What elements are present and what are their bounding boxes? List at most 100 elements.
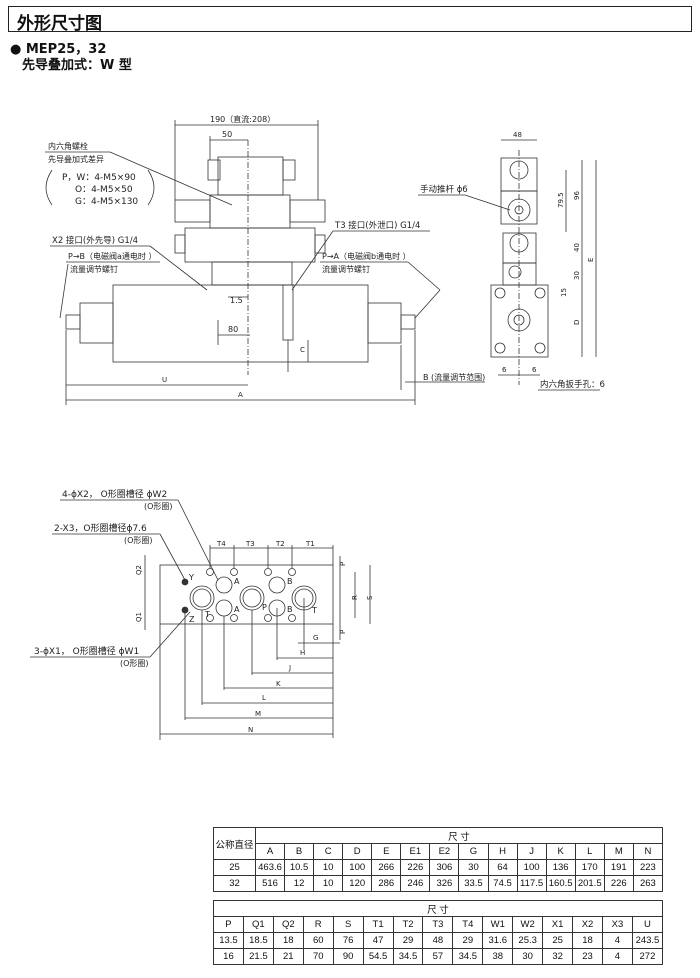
table-cell: 64: [487, 859, 518, 876]
manual-lever-label: 手动推杆 ϕ6: [420, 184, 468, 195]
column-header: Q1: [242, 916, 274, 933]
dim-u: U: [162, 376, 167, 384]
column-header: C: [313, 843, 344, 860]
column-header: X1: [542, 916, 574, 933]
dim-n: N: [248, 726, 253, 734]
table-cell: 12: [284, 875, 315, 892]
right-end-cap: [367, 302, 402, 344]
column-header: U: [631, 916, 664, 933]
table-cell: 10: [313, 875, 344, 892]
dim-l: L: [262, 694, 266, 702]
table-cell: 76: [332, 932, 364, 949]
bolt-pw: P，W：4-M5×90: [62, 173, 136, 183]
port-y: Y: [188, 573, 194, 582]
column-header: J: [516, 843, 547, 860]
column-header: W2: [512, 916, 544, 933]
bolt-sub: 先导叠加式差异: [48, 154, 104, 164]
dim-m: M: [255, 710, 261, 718]
column-header: R: [302, 916, 334, 933]
section-title-box: 外形尺寸图: [8, 6, 692, 34]
port-t1: T: [204, 610, 210, 619]
table-cell: 33.5: [458, 875, 489, 892]
table-cell: 32: [213, 875, 256, 892]
solenoid-right: [289, 199, 326, 223]
dim-k: K: [276, 680, 281, 688]
table-cell: 117.5: [516, 875, 547, 892]
column-header: W1: [482, 916, 514, 933]
column-header: T1: [362, 916, 394, 933]
dim-190: 190（直流:208）: [210, 114, 275, 124]
column-header: A: [254, 843, 286, 860]
pb-label: P→B（电磁阀a通电时 ）: [68, 251, 156, 261]
port-t2: T: [311, 606, 317, 615]
table-cell: 223: [632, 859, 664, 876]
port-a2: A: [234, 605, 240, 614]
table-cell: 18.5: [242, 932, 274, 949]
column-header: E2: [429, 843, 460, 860]
side-view: 48 79.5 96 40 30 15 D E 手动推杆 ϕ6 6 6 内六角扳…: [418, 131, 605, 391]
table-cell: 170: [574, 859, 605, 876]
table-cell: 25: [213, 859, 256, 876]
model-label: ● MEP25，32: [10, 42, 107, 57]
table-cell: 286: [371, 875, 402, 892]
column-header: E1: [400, 843, 431, 860]
column-header: G: [458, 843, 489, 860]
front-view: 190（直流:208） 50 1.5 80 C U A B (流量调节范围) 内…: [45, 114, 485, 405]
table-cell: 18: [572, 932, 603, 949]
table-cell: 272: [631, 948, 664, 965]
x1-hole-sub: (O形圈): [120, 659, 149, 668]
dim-48: 48: [513, 131, 522, 139]
t3-port-label: T3 接口(外泄口) G1/4: [334, 220, 420, 231]
table-cell: 266: [371, 859, 402, 876]
column-header: K: [545, 843, 576, 860]
table-cell: 16: [213, 948, 244, 965]
dim-q1: Q1: [135, 612, 143, 622]
x2-hole-sub: (O形圈): [144, 502, 173, 511]
section-title: 外形尺寸图: [17, 14, 102, 34]
dim-t2: T2: [275, 540, 285, 548]
table-cell: 74.5: [487, 875, 518, 892]
table-cell: 21.5: [242, 948, 274, 965]
table-cell: 136: [545, 859, 576, 876]
port-a1: A: [234, 577, 240, 586]
column-header: D: [342, 843, 373, 860]
dim-15: 15: [560, 288, 568, 297]
column-header: X3: [601, 916, 633, 933]
column-header: T4: [452, 916, 484, 933]
column-header: T3: [422, 916, 454, 933]
table-cell: 60: [302, 932, 334, 949]
nominal-size-header: 公称直径: [213, 827, 256, 860]
table-cell: 191: [603, 859, 634, 876]
bottom-view: Y Z A A B B P T T T4 T3 T2 T1 Q2 Q1 P P …: [30, 488, 374, 740]
dimension-group-header: 尺 寸: [255, 827, 663, 844]
dim-6a: 6: [502, 366, 507, 374]
column-header: E: [371, 843, 402, 860]
dim-a: A: [238, 391, 243, 399]
table-cell: 30: [512, 948, 544, 965]
table-cell: 38: [482, 948, 514, 965]
dim-79-5: 79.5: [557, 192, 565, 208]
dim-t4: T4: [216, 540, 226, 548]
pb-sub: 流量调节螺钉: [70, 264, 118, 274]
pilot-block: [184, 227, 316, 263]
table-cell: 201.5: [574, 875, 605, 892]
table-cell: 263: [632, 875, 664, 892]
table-cell: 31.6: [482, 932, 514, 949]
pa-sub: 流量调节螺钉: [322, 264, 370, 274]
port-b1: B: [287, 577, 293, 586]
dim-p-bottom: P: [339, 630, 347, 634]
pa-label: P→A（电磁阀b通电时 ）: [322, 251, 411, 261]
table-cell: 32: [542, 948, 574, 965]
column-header: H: [487, 843, 518, 860]
column-header: M: [603, 843, 634, 860]
dim-t1: T1: [305, 540, 315, 548]
bolt-o: O：4-M5×50: [75, 185, 133, 195]
port-p: P: [262, 603, 267, 612]
table-cell: 4: [601, 948, 633, 965]
x1-hole-label: 3-ϕX1， O形圈槽径 ϕW1: [34, 645, 139, 657]
table-cell: 18: [272, 932, 304, 949]
dim-q2: Q2: [135, 565, 143, 575]
column-header: T2: [392, 916, 424, 933]
bolt-label: 内六角螺栓: [48, 141, 88, 151]
